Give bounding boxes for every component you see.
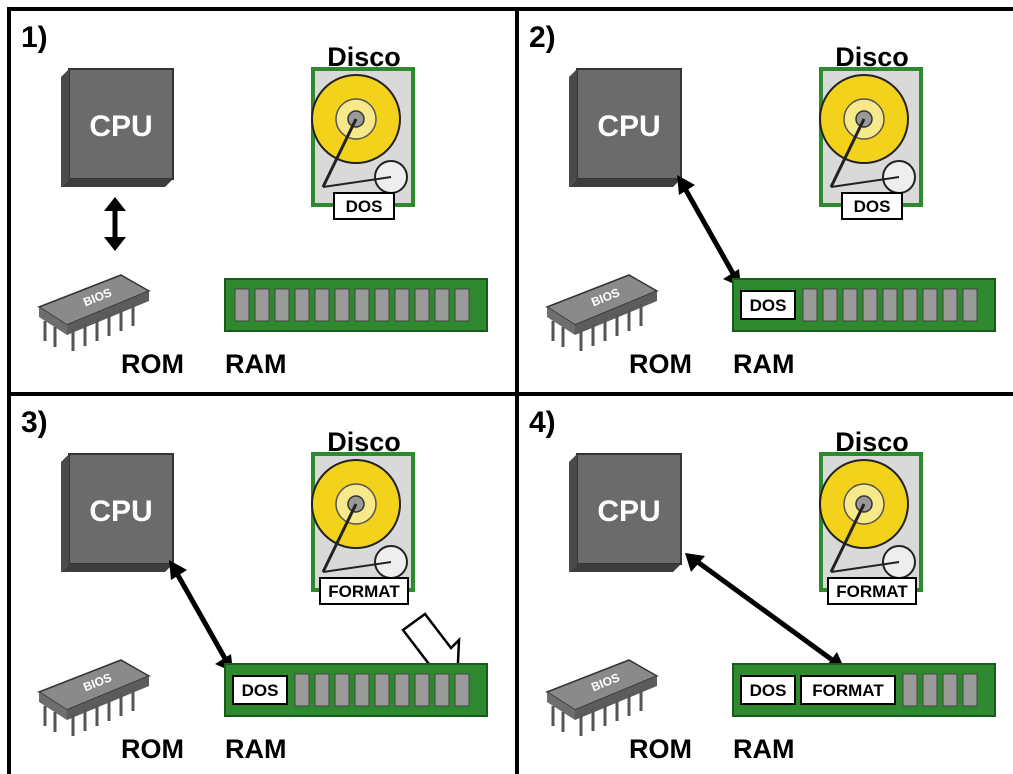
cpu-label: CPU <box>597 495 660 528</box>
rom-chip: BIOS ROM <box>545 659 692 764</box>
step-number: 2) <box>529 21 556 54</box>
ram-chips <box>234 288 470 322</box>
ram-label: RAM <box>733 349 795 379</box>
data-arrow <box>104 197 126 251</box>
ram-chips <box>294 673 470 707</box>
ram-module: DOS RAM <box>732 278 996 379</box>
ram-dos-tag <box>740 675 796 705</box>
ram-label: RAM <box>733 734 795 764</box>
rom-label: ROM <box>121 734 184 764</box>
step-number: 1) <box>21 21 48 54</box>
ram-content-dos: DOS <box>750 296 787 315</box>
hard-disk: Disco FORMAT <box>311 427 415 605</box>
ram-dos-tag <box>740 290 796 320</box>
disk-program-tag <box>827 577 917 605</box>
ram-dos-tag <box>232 675 288 705</box>
hard-disk: Disco DOS <box>311 42 415 220</box>
ram-label: RAM <box>225 734 287 764</box>
ram-chips <box>802 288 978 322</box>
cpu-label: CPU <box>89 110 152 143</box>
ram-module: DOS RAM <box>224 663 488 764</box>
disk-program-tag <box>319 577 409 605</box>
ram-module: RAM <box>224 278 488 379</box>
data-arrow <box>169 560 233 672</box>
ram-chips <box>902 673 978 707</box>
disk-program: FORMAT <box>328 582 400 601</box>
ram-content-dos: DOS <box>242 681 279 700</box>
cpu-chip: CPU <box>61 453 174 572</box>
cpu-label: CPU <box>89 495 152 528</box>
panel-step-1: 1) CPU Disco DOS <box>7 7 519 396</box>
panel-2-scene: 2) CPU Disco DOS <box>529 21 996 379</box>
ram-module: DOS FORMAT RAM <box>732 663 996 764</box>
ram-label: RAM <box>225 349 287 379</box>
cpu-chip: CPU <box>569 453 682 572</box>
rom-label: ROM <box>121 349 184 379</box>
disk-program-tag <box>333 192 395 220</box>
ram-content-dos: DOS <box>750 681 787 700</box>
panel-1-scene: 1) CPU Disco DOS <box>21 21 488 379</box>
rom-chip: BIOS ROM <box>37 274 184 379</box>
cpu-label: CPU <box>597 110 660 143</box>
panel-3-scene: 3) CPU Disco FORMAT <box>21 406 488 764</box>
disk-program: DOS <box>346 197 383 216</box>
disk-program: DOS <box>854 197 891 216</box>
hard-disk: Disco DOS <box>819 42 923 220</box>
disk-program-tag <box>841 192 903 220</box>
cpu-chip: CPU <box>569 68 682 187</box>
data-arrow <box>677 175 741 287</box>
step-number: 4) <box>529 406 556 439</box>
rom-label: ROM <box>629 734 692 764</box>
panel-step-4: 4) CPU Disco FORMAT <box>515 392 1013 774</box>
panel-step-2: 2) CPU Disco DOS <box>515 7 1013 396</box>
rom-chip: BIOS ROM <box>37 659 184 764</box>
disk-program: FORMAT <box>836 582 908 601</box>
ram-format-tag <box>800 675 896 705</box>
hard-disk: Disco FORMAT <box>819 427 923 605</box>
step-number: 3) <box>21 406 48 439</box>
rom-chip: BIOS ROM <box>545 274 692 379</box>
ram-content-format: FORMAT <box>812 681 884 700</box>
panel-step-3: 3) CPU Disco FORMAT <box>7 392 519 774</box>
cpu-chip: CPU <box>61 68 174 187</box>
panel-4-scene: 4) CPU Disco FORMAT <box>529 406 996 764</box>
rom-label: ROM <box>629 349 692 379</box>
